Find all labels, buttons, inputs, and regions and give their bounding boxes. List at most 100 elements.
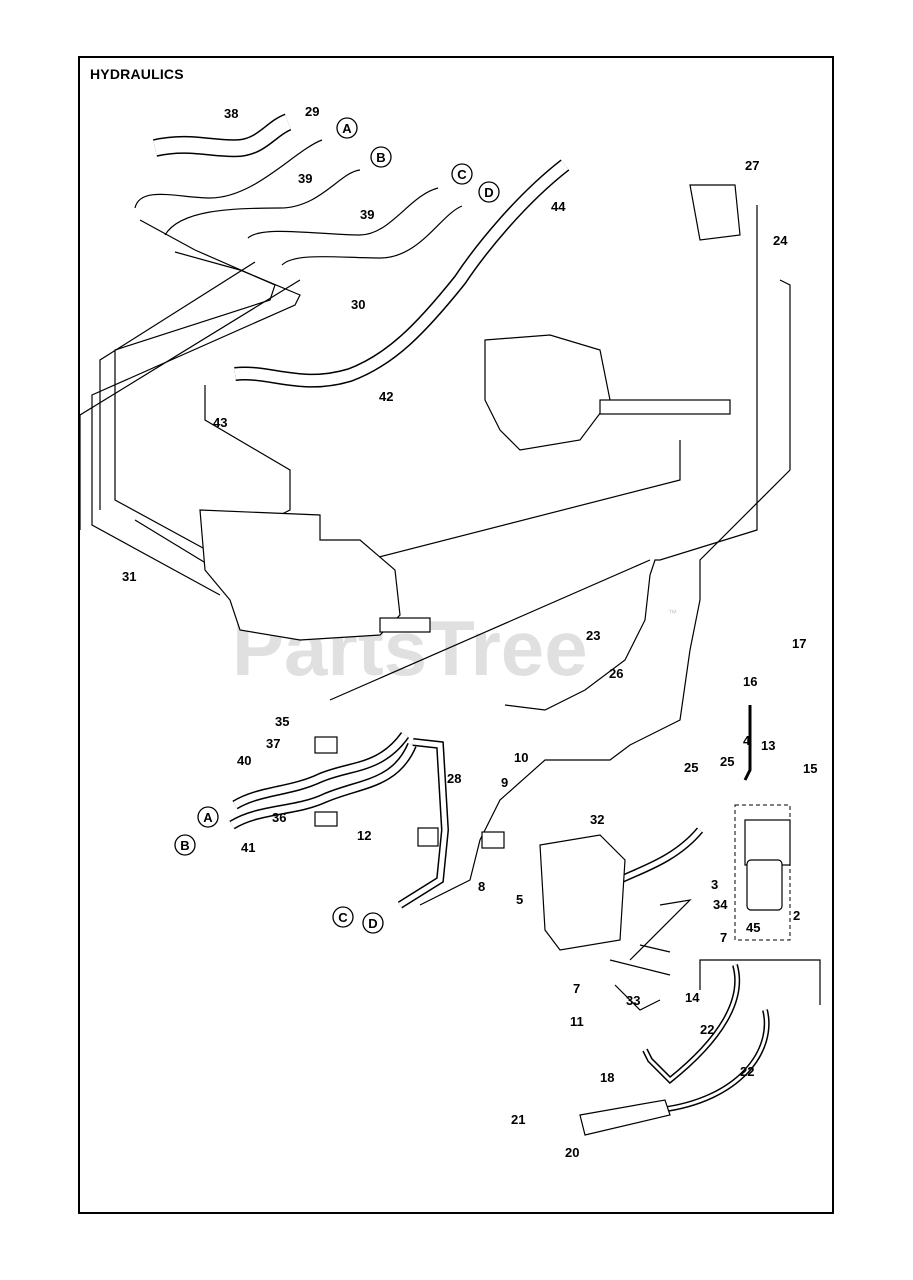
part-number-label: 40 — [237, 753, 251, 768]
part-number-label: 5 — [516, 892, 523, 907]
hose-bottom-right — [699, 959, 821, 1005]
part-number-label: 8 — [478, 879, 485, 894]
connector-letter-c: C — [451, 163, 473, 185]
filter-45 — [746, 859, 783, 911]
part-number-label: 20 — [565, 1145, 579, 1160]
connector-letter-text: A — [203, 810, 213, 825]
part-number-label: 13 — [761, 738, 775, 753]
bolt-7b — [609, 959, 671, 976]
part-number-label: 44 — [551, 199, 566, 214]
part-number-label: 11 — [570, 1014, 584, 1029]
watermark-trademark: ™ — [668, 608, 677, 618]
transmission-right — [484, 334, 611, 451]
part-number-label: 35 — [275, 714, 289, 729]
hose-25-line — [504, 205, 758, 711]
connector-letter-d: D — [362, 912, 384, 934]
hose-run-mid — [204, 385, 291, 531]
components — [199, 184, 791, 1136]
part-number-label: 3 — [711, 877, 718, 892]
connector-letter-text: A — [342, 121, 352, 136]
transmission-left — [199, 509, 401, 641]
part-number-label: 30 — [351, 297, 365, 312]
connector-letter-b: B — [174, 834, 196, 856]
part-number-label: 25 — [720, 754, 734, 769]
part-number-label: 2 — [793, 908, 800, 923]
part-number-label: 32 — [590, 812, 604, 827]
bracket-33 — [614, 984, 661, 1011]
valve-block-13 — [744, 819, 791, 866]
reservoir-27 — [689, 184, 741, 241]
part-number-label: 43 — [213, 415, 227, 430]
part-number-label: 18 — [600, 1070, 614, 1085]
diagram-frame — [78, 56, 834, 1214]
part-number-label: 39 — [360, 207, 374, 222]
part-number-label: 7 — [573, 981, 580, 996]
filter-assembly-box — [734, 804, 791, 941]
part-number-label: 41 — [241, 840, 255, 855]
part-number-label: 31 — [122, 569, 136, 584]
part-number-label: 23 — [586, 628, 600, 643]
clamp-36 — [314, 811, 338, 827]
part-number-label: 7 — [720, 930, 727, 945]
hose-run-left-3 — [99, 261, 256, 510]
part-number-label: 24 — [773, 233, 788, 248]
part-number-label: 45 — [746, 920, 760, 935]
connector-letter-text: C — [338, 910, 348, 925]
hose-lines — [79, 113, 821, 1113]
connector-letter-text: D — [484, 185, 493, 200]
connector-letter-b: B — [370, 146, 392, 168]
connector-letter-text: B — [376, 150, 385, 165]
part-number-label: 16 — [743, 674, 757, 689]
part-number-label: 42 — [379, 389, 393, 404]
part-number-label: 28 — [447, 771, 461, 786]
clamp-9 — [481, 831, 505, 849]
part-number-label: 22 — [700, 1022, 714, 1037]
part-number-label: 33 — [626, 993, 640, 1008]
tank-32 — [539, 834, 626, 951]
lever-16 — [743, 705, 752, 781]
hose-39-upper — [164, 169, 361, 236]
part-number-label: 34 — [713, 897, 728, 912]
part-number-label: 10 — [514, 750, 528, 765]
hose-run-left-1 — [114, 219, 276, 561]
cylinder-18 — [579, 1099, 671, 1136]
hose-run-left-2 — [91, 251, 301, 596]
part-number-label: 17 — [792, 636, 806, 651]
bolt-7a — [639, 944, 671, 953]
hose-39-lower — [247, 187, 439, 239]
part-number-label: 9 — [501, 775, 508, 790]
part-number-label: 25 — [684, 760, 698, 775]
page-title: HYDRAULICS — [90, 66, 184, 82]
hose-run-left-4 — [79, 279, 301, 530]
hose-return — [329, 559, 651, 701]
clamp-37 — [314, 736, 338, 754]
clip-8 — [417, 827, 439, 847]
strap-34 — [629, 899, 692, 961]
hose-29 — [134, 139, 323, 209]
part-number-label: 22 — [740, 1064, 754, 1079]
part-number-label: 15 — [803, 761, 817, 776]
part-number-label: 12 — [357, 828, 371, 843]
connector-letter-text: D — [368, 916, 377, 931]
part-number-label: 36 — [272, 810, 286, 825]
connector-letter-text: B — [180, 838, 189, 853]
part-number-label: 29 — [305, 104, 319, 119]
part-number-label: 21 — [511, 1112, 525, 1127]
part-number-label: 37 — [266, 736, 280, 751]
part-number-label: 27 — [745, 158, 759, 173]
connector-letter-d: D — [478, 181, 500, 203]
part-number-label: 38 — [224, 106, 238, 121]
part-number-label: 14 — [685, 990, 700, 1005]
hose-23 — [134, 440, 681, 591]
connector-letter-a: A — [336, 117, 358, 139]
part-number-label: 26 — [609, 666, 623, 681]
hose-30 — [281, 205, 463, 266]
connector-letter-c: C — [332, 906, 354, 928]
connector-letter-a: A — [197, 806, 219, 828]
part-number-label: 4 — [743, 733, 751, 748]
part-number-label: 39 — [298, 171, 312, 186]
connector-letter-text: C — [457, 167, 467, 182]
